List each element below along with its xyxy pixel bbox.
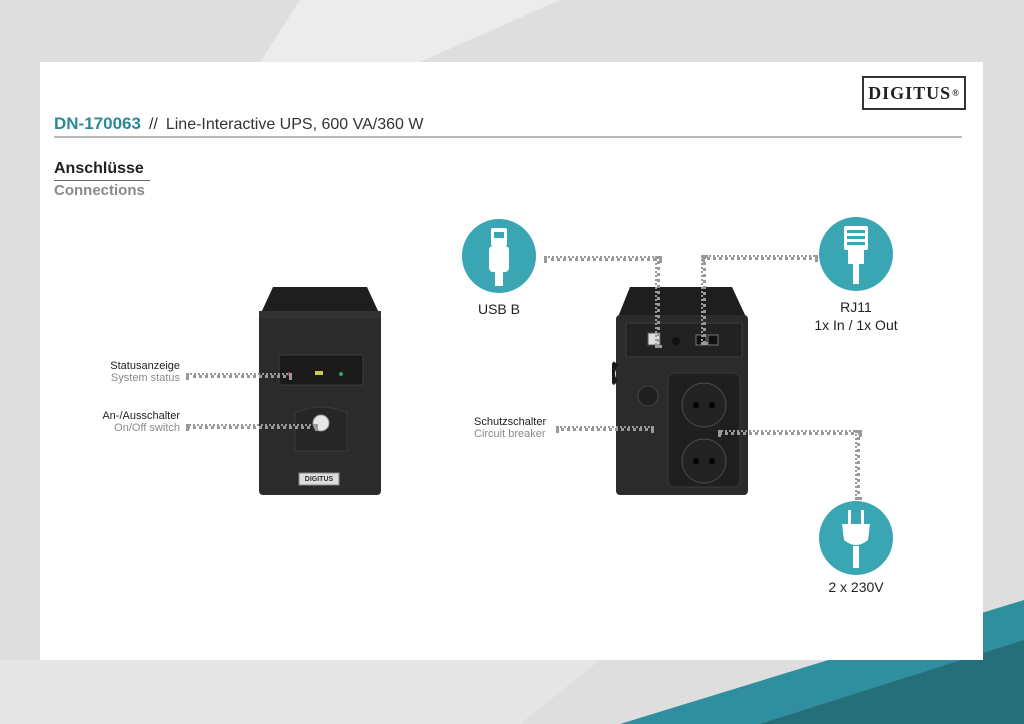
ups-front-image <box>259 287 381 495</box>
power-label: 2 x 230V <box>828 579 884 595</box>
product-header: DN-170063 // Line-Interactive UPS, 600 VA/… <box>54 114 423 134</box>
rj11-sublabel: 1x In / 1x Out <box>814 317 898 333</box>
rj11-leader-v <box>701 255 706 345</box>
breaker-label: Schutzschalter Circuit breaker <box>474 416 546 440</box>
logo-text: DIGITUS <box>868 82 952 103</box>
section-title-de: Anschlüsse <box>54 160 144 177</box>
breaker-label-de: Schutzschalter <box>474 416 547 428</box>
power-plug-icon <box>819 501 893 575</box>
switch-label: An-/Ausschalter On/Off switch <box>102 410 180 434</box>
usb-label: USB B <box>477 301 520 317</box>
section-title-en: Connections <box>54 182 145 199</box>
rj11-label: RJ11 <box>840 299 872 315</box>
breaker-leader <box>556 426 654 431</box>
usb-plug-icon <box>462 219 536 293</box>
status-label: Statusanzeige System status <box>110 360 180 384</box>
rj11-leader-h <box>702 255 818 260</box>
switch-label-en: On/Off switch <box>114 422 180 434</box>
header-rule <box>54 136 962 138</box>
switch-leader <box>186 424 318 429</box>
status-label-de: Statusanzeige <box>110 360 180 372</box>
logo-registered-mark: ® <box>952 88 960 98</box>
status-leader <box>186 373 292 378</box>
usb-leader-v <box>655 256 660 348</box>
header-separator: // <box>148 116 158 133</box>
section-underline <box>54 180 150 181</box>
product-code: DN-170063 <box>54 114 141 133</box>
rj11-plug-icon <box>819 217 893 291</box>
power-leader-h <box>718 430 862 435</box>
front-badge: DIGITUS <box>304 476 334 483</box>
breaker-label-en: Circuit breaker <box>474 428 546 440</box>
switch-label-de: An-/Ausschalter <box>102 410 180 422</box>
ups-back-image <box>612 287 748 495</box>
brand-logo: DIGITUS® <box>862 76 966 110</box>
power-leader-v <box>855 430 860 500</box>
usb-leader-h <box>544 256 662 261</box>
content-card <box>40 62 983 660</box>
product-title: Line-Interactive UPS, 600 VA/360 W <box>165 116 424 133</box>
status-label-en: System status <box>110 372 180 384</box>
